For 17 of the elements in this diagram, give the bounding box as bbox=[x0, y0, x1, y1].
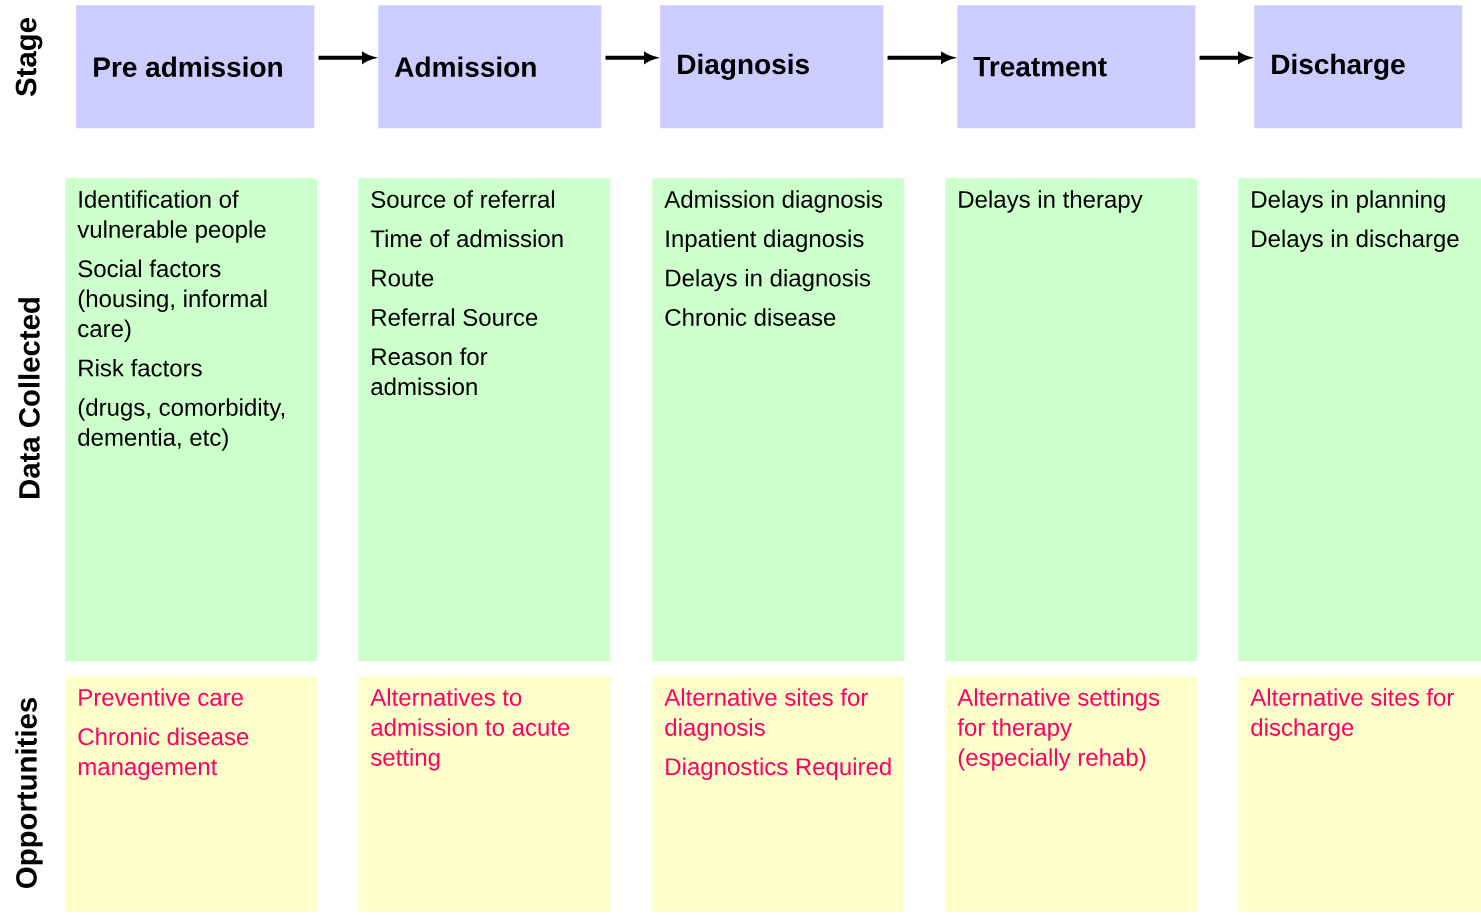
stage-box: Diagnosis bbox=[660, 5, 884, 129]
opportunity-box: Alternative sites for discharge bbox=[1238, 676, 1481, 913]
data-box: Delays in planning Delays in discharge bbox=[1238, 178, 1481, 662]
data-box: Identification of vulnerable people Social factors (housing, informal care) Risk factors (drugs, comorbidity, dementia, etc) bbox=[65, 178, 318, 662]
stage-box: Pre admission bbox=[76, 5, 315, 129]
stage-box: Admission bbox=[378, 5, 602, 129]
data-box: Delays in therapy bbox=[945, 178, 1198, 662]
row-label: Stage bbox=[15, 18, 43, 97]
opportunity-box: Preventive care Chronic disease management bbox=[65, 676, 318, 913]
opportunity-box: Alternatives to admission to acute setting bbox=[358, 676, 611, 913]
stage-box: Treatment bbox=[957, 5, 1196, 129]
data-box: Source of referral Time of admission Route Referral Source Reason for admission bbox=[358, 178, 611, 662]
stage-box: Discharge bbox=[1254, 5, 1463, 129]
opportunity-box: Alternative settings for therapy (especially rehab) bbox=[945, 676, 1198, 913]
row-label: Opportunities bbox=[15, 698, 43, 888]
data-box: Admission diagnosis Inpatient diagnosis Delays in diagnosis Chronic disease bbox=[652, 178, 905, 662]
opportunity-box: Alternative sites for diagnosis Diagnostics Required bbox=[652, 676, 905, 913]
